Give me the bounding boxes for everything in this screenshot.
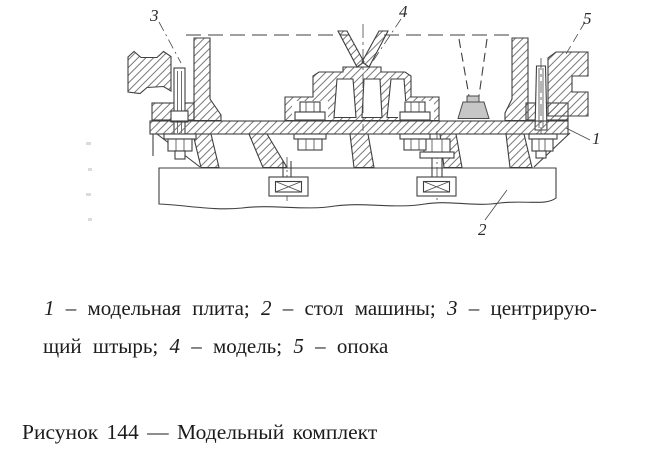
legend-num-5: 5 (293, 334, 304, 358)
flask-left-wall (193, 37, 222, 122)
figure-caption: Рисунок 144 — Модельный комплект (22, 420, 378, 444)
legend-num-1: 1 (44, 296, 55, 320)
riser-dashed-outline (458, 38, 488, 97)
legend-num-3: 3 (447, 296, 458, 320)
flask-right-flange (547, 51, 589, 117)
callout-leaders (158, 18, 591, 221)
model-bolt-nut-left (293, 133, 327, 151)
technical-drawing: 3 4 5 1 2 (86, 2, 601, 239)
legend-line-2: щий штырь; 4 – модель; 5 – опока (43, 334, 388, 359)
legend-num-4: 4 (169, 334, 181, 358)
legend-text-2: – стол машины; (271, 296, 447, 320)
scan-artifacts (86, 142, 92, 221)
sprue-funnel (337, 24, 389, 131)
flask-left-flange (127, 50, 172, 95)
model-bolt-nut-right (399, 133, 431, 151)
legend-text-3: – центрирую- (457, 296, 597, 320)
machine-table (158, 167, 557, 210)
legend-num-2: 2 (261, 296, 272, 320)
legend-text-5: – опока (303, 334, 389, 358)
callout-pin: 3 (149, 6, 159, 25)
pin-nut-right (528, 133, 558, 159)
callout-model: 4 (399, 2, 408, 21)
pin-nut-left (163, 133, 197, 160)
t-slot-clamp-right (416, 131, 457, 201)
small-model-right (457, 95, 490, 119)
legend-text-4: – модель; (180, 334, 294, 358)
callout-flask: 5 (583, 9, 592, 28)
legend-line-1: 1 – модельная плита; 2 – стол машины; 3 … (44, 296, 597, 321)
callout-plate: 1 (592, 129, 601, 148)
callout-table: 2 (478, 220, 487, 239)
pattern-model (284, 66, 440, 122)
legend-text-3b: щий штырь; (43, 334, 170, 358)
t-slot-clamp-left (268, 157, 309, 201)
legend-text-1: – модельная плита; (54, 296, 262, 320)
plate-ribs (152, 132, 571, 169)
model-plate (149, 120, 569, 135)
flask-right-wall (504, 37, 529, 122)
